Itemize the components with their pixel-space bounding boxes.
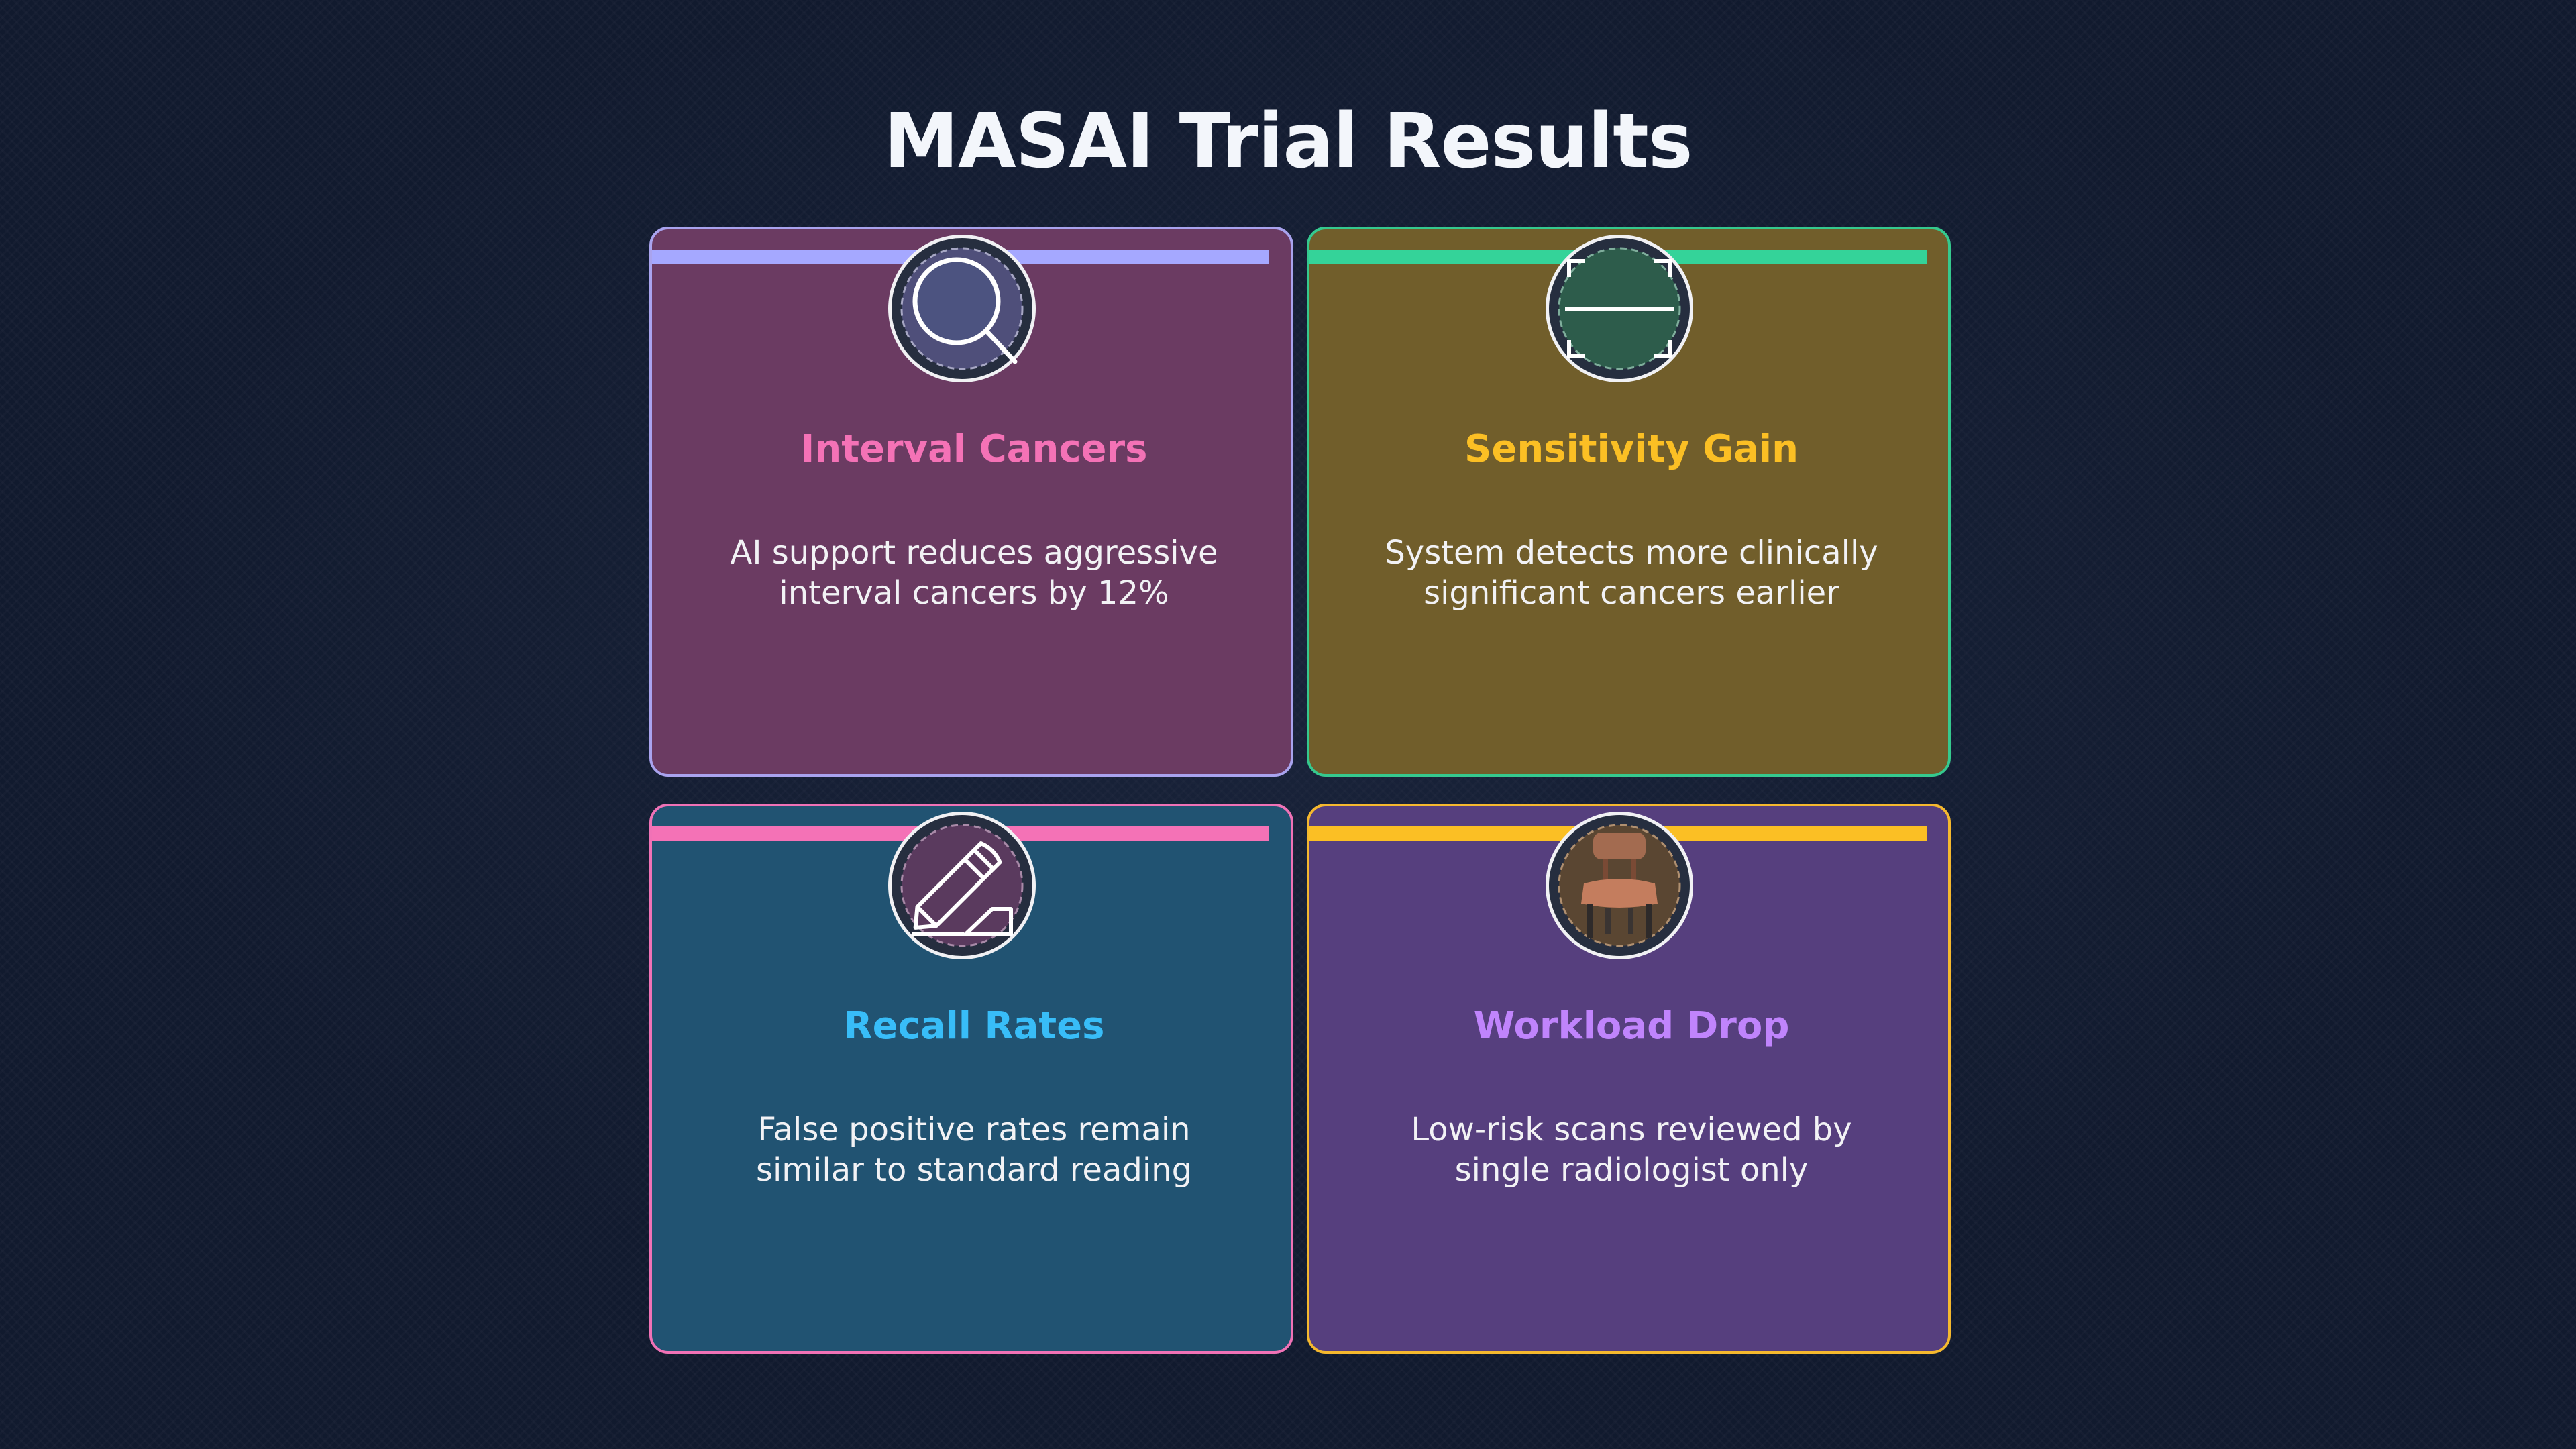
card-title: Sensitivity Gain [1464, 427, 1799, 471]
card-workload-drop: Workload Drop Low-risk scans reviewed by… [1307, 804, 1951, 1354]
page-title: MASAI Trial Results [883, 98, 1693, 185]
chair-icon [1546, 812, 1693, 959]
card-title: Recall Rates [843, 1004, 1105, 1048]
card-description: Low-risk scans reviewed by single radiol… [1411, 1111, 1852, 1189]
card-description: False positive rates remain similar to s… [755, 1111, 1193, 1189]
card-sensitivity-gain: Sensitivity Gain System detects more cli… [1307, 227, 1951, 777]
card-interval-cancers: Interval Cancers AI support reduces aggr… [649, 227, 1293, 777]
card-recall-rates: Recall Rates False positive rates remain… [649, 804, 1293, 1354]
card-title: Workload Drop [1473, 1004, 1790, 1048]
card-description: System detects more clinically significa… [1385, 534, 1878, 612]
pencil-icon [888, 812, 1036, 959]
card-title: Interval Cancers [800, 427, 1148, 471]
card-description: AI support reduces aggressive interval c… [730, 534, 1218, 612]
magnifying-glass-icon [888, 235, 1036, 382]
scan-frame-icon [1546, 235, 1693, 382]
